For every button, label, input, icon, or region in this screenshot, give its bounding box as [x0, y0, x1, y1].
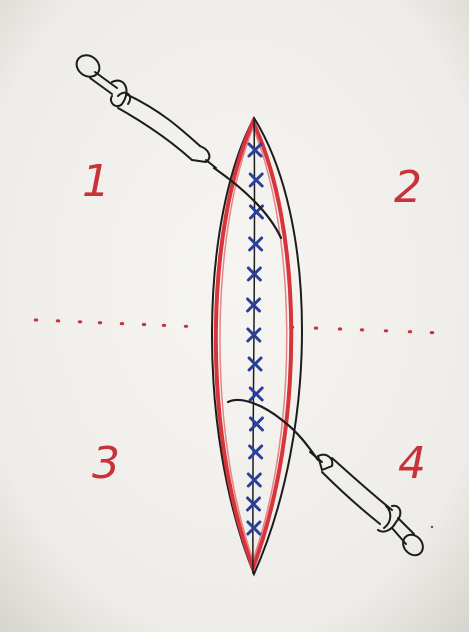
midline-dot: [337, 327, 343, 331]
suture-stitches: [246, 142, 264, 536]
midline-dot: [55, 319, 61, 323]
cross-stitch-icon: [248, 444, 264, 460]
cross-stitch-icon: [246, 496, 262, 512]
midline-dot: [161, 323, 167, 327]
midline-dot: [359, 328, 365, 332]
midline-dot: [141, 322, 147, 327]
midline-dot: [183, 324, 189, 328]
midline-dot: [407, 330, 413, 334]
cross-stitch-icon: [248, 386, 264, 402]
quadrant-label-3: 3: [92, 438, 120, 489]
midline-dot: [383, 329, 389, 333]
cross-stitch-icon: [246, 520, 262, 536]
syringe-top-icon: [75, 54, 283, 240]
wound-outline-black: [211, 115, 303, 577]
cross-stitch-icon: [246, 297, 262, 313]
midline-dot: [313, 326, 319, 330]
cross-stitch-icon: [247, 356, 263, 372]
cross-stitch-icon: [246, 472, 262, 488]
quadrant-label-1: 1: [82, 156, 110, 207]
cross-stitch-icon: [248, 416, 264, 432]
cross-stitch-icon: [248, 236, 264, 252]
midline-dot: [97, 321, 103, 325]
midline-dot: [33, 318, 39, 322]
quadrant-label-2: 2: [394, 162, 422, 213]
cross-stitch-icon: [247, 142, 263, 158]
cross-stitch-icon: [246, 327, 262, 343]
midline-dot: [119, 322, 125, 326]
cross-stitch-icon: [246, 266, 262, 282]
cross-stitch-icon: [248, 172, 264, 188]
board-speck: [430, 525, 434, 529]
midline-dot: [77, 320, 83, 324]
midline-dot: [429, 331, 435, 335]
syringe-bottom-icon: [226, 398, 424, 557]
quadrant-label-4: 4: [398, 438, 426, 489]
